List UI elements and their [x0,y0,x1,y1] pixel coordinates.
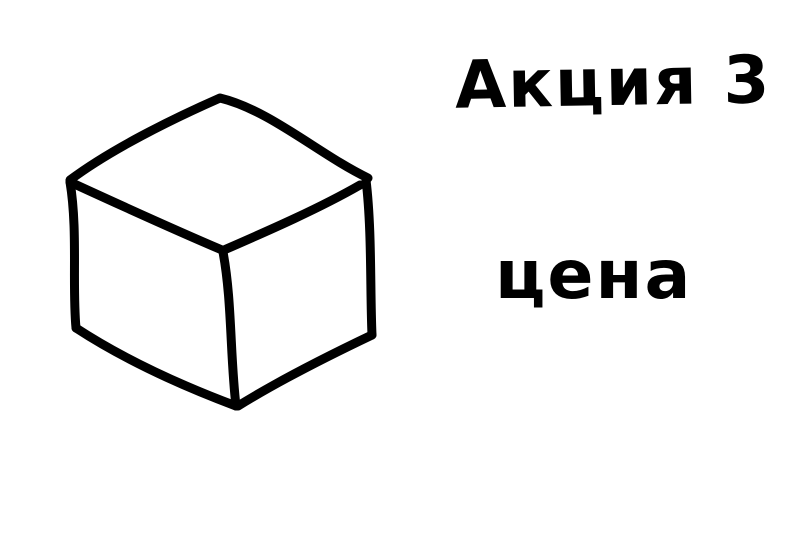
cube-right-edge [361,175,377,340]
price-label: цена [495,236,693,315]
cube-top-face [65,93,373,185]
promo-title: Акция 3 [454,41,772,124]
cube-middle-edge [218,247,241,411]
cube-bottom-right-edge [233,330,377,411]
cube-top-right-edge [219,180,365,255]
cube-top-front-edge [65,177,227,255]
cube-left-edge [65,177,81,333]
cube-bottom-left-edge [71,323,241,411]
